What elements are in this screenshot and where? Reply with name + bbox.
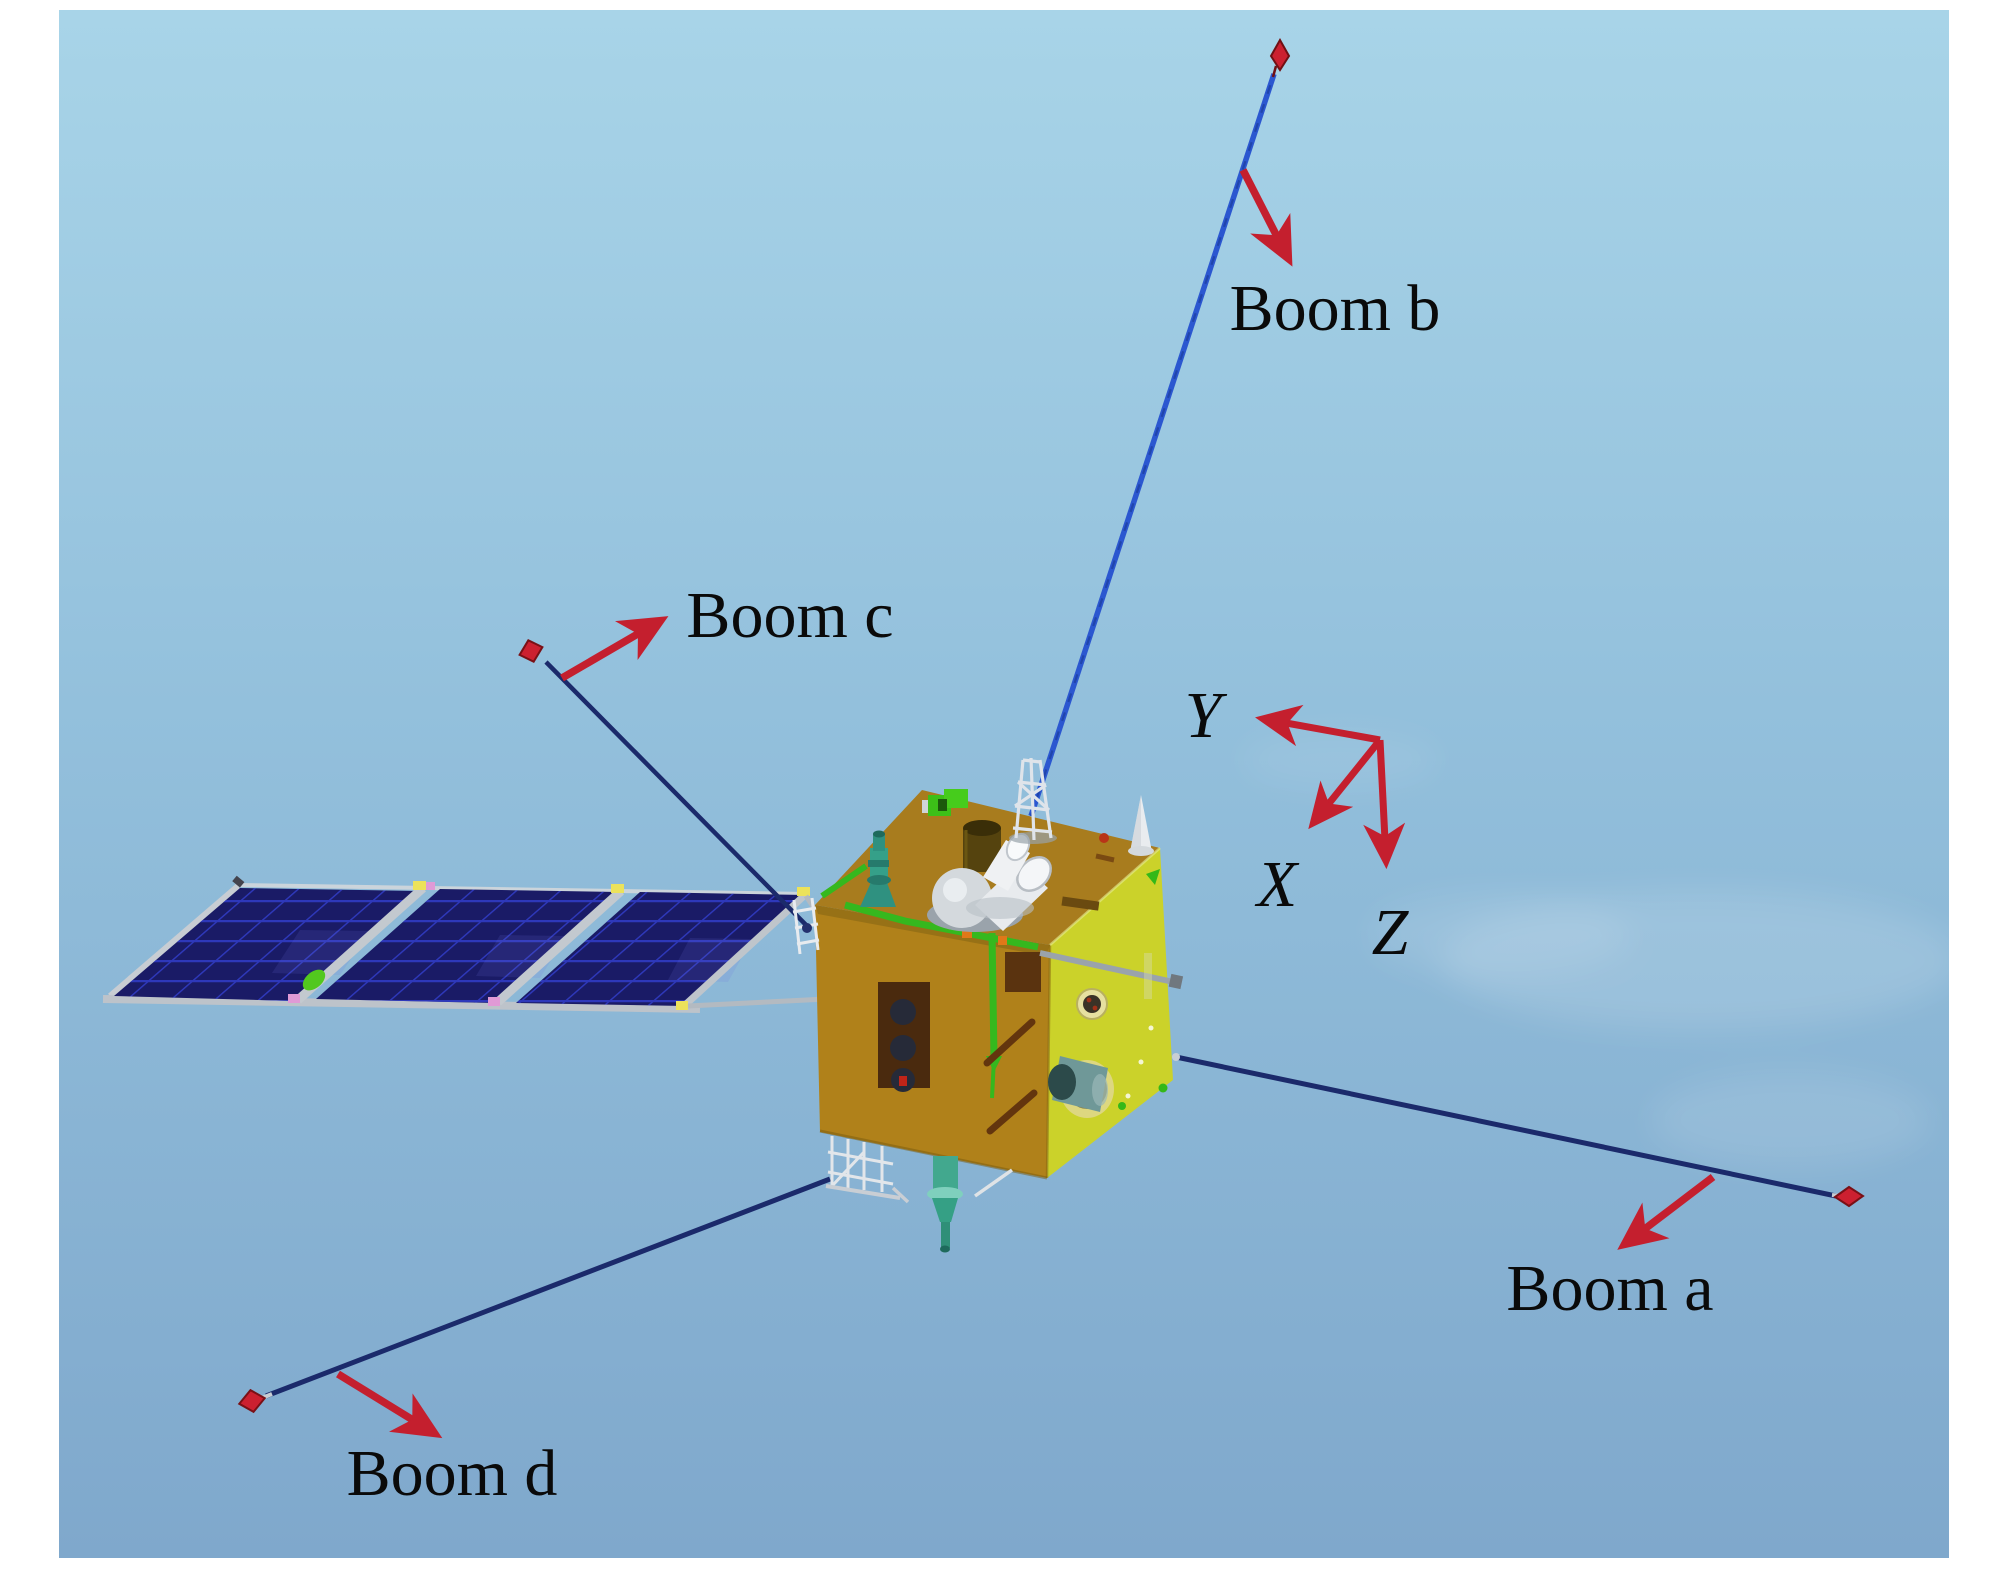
- boom-b-tip-stem: [1271, 65, 1278, 78]
- green-piping: [820, 863, 1039, 1099]
- solar-panel-1: [114, 888, 418, 1001]
- solar-frame-bottom-rail: [102, 995, 701, 1013]
- front-diagonal-rod-2: [986, 1089, 1038, 1135]
- boom-d-label: Boom d: [347, 1437, 558, 1510]
- front-diagonal-rod-1: [983, 1018, 1036, 1067]
- boom-c-bracket: [792, 897, 820, 955]
- axis-y-arrow: [1255, 704, 1381, 747]
- boom-a-label: Boom a: [1506, 1252, 1713, 1325]
- boom-b-label: Boom b: [1230, 272, 1441, 345]
- side-green-dot: [1118, 1102, 1126, 1110]
- bottom-white-strut: [973, 1168, 1014, 1198]
- boom-d-line: [265, 1176, 831, 1399]
- white-cone: [1128, 795, 1154, 856]
- boom-a-root-nub: [1172, 1053, 1180, 1061]
- boom-b: [1028, 37, 1291, 817]
- boom-c-tip-marker: [518, 639, 544, 663]
- boom-c-label: Boom c: [686, 579, 893, 652]
- body-axes: Y X Z: [1185, 679, 1410, 969]
- side-white-specks: [1125, 1025, 1154, 1099]
- boom-b-line: [1028, 73, 1277, 817]
- boom-a-tip-marker: [1833, 1185, 1865, 1208]
- axis-y-label: Y: [1185, 679, 1228, 752]
- front-access-hatch: [1005, 952, 1041, 992]
- panel-joint-markers: [232, 875, 810, 1010]
- boom-d-arrow: [336, 1370, 443, 1439]
- top-brown-dash: [1095, 853, 1115, 863]
- boom-d: [237, 1176, 831, 1414]
- pipe-connector: [962, 928, 972, 938]
- annotations: Boom b Boom c Boom a Boom d: [336, 168, 1716, 1510]
- boom-a: [1172, 1053, 1865, 1208]
- solar-hinge-green: [302, 969, 326, 991]
- axis-x-label: X: [1254, 848, 1300, 921]
- solar-panel-3: [516, 892, 806, 1006]
- porthole: [890, 999, 916, 1025]
- satellite-body: [792, 757, 1184, 1253]
- axis-z-label: Z: [1372, 896, 1410, 969]
- body-side-top-edge: [1049, 847, 1161, 946]
- magnetometer-rod: [1039, 950, 1184, 999]
- side-green-dot: [1158, 1083, 1168, 1093]
- boom-b-arrow: [1239, 168, 1293, 267]
- boom-b-tip-marker: [1269, 37, 1291, 72]
- body-corner-edge: [1045, 944, 1052, 1179]
- boom-a-arrow: [1617, 1174, 1716, 1250]
- bottom-truss: [825, 1136, 910, 1204]
- boom-c-arrow: [560, 616, 669, 682]
- side-green-tab: [1146, 869, 1160, 885]
- porthole-red-light: [899, 1076, 907, 1086]
- solar-panel-2: [316, 889, 618, 1003]
- boom-a-line: [1175, 1054, 1837, 1199]
- boom-b-mount-truss: [1009, 757, 1057, 844]
- porthole: [890, 1035, 916, 1061]
- sky-background: [59, 10, 1949, 1558]
- top-slot: [1061, 896, 1100, 911]
- axis-z-arrow: [1363, 739, 1406, 870]
- boom-c: [518, 639, 812, 931]
- solar-right-rail: [681, 891, 809, 1009]
- side-port-small: [1076, 988, 1108, 1020]
- solar-divider-2: [494, 887, 625, 1006]
- boom-c-line: [544, 660, 812, 931]
- top-red-dot: [1099, 833, 1109, 843]
- top-green-bracket: [922, 789, 968, 816]
- pipe-connector: [998, 936, 1007, 945]
- axis-x-arrow: [1308, 737, 1383, 830]
- boom-d-tip-marker: [237, 1388, 267, 1414]
- side-port-large: [1048, 1056, 1114, 1118]
- teal-antenna: [860, 830, 896, 907]
- solar-array: [102, 875, 847, 1013]
- thruster-nozzle: [927, 1156, 963, 1253]
- solar-frame-left-rail: [108, 883, 240, 999]
- instrument-panel: [878, 982, 930, 1092]
- solar-frame-top-rail: [236, 883, 809, 896]
